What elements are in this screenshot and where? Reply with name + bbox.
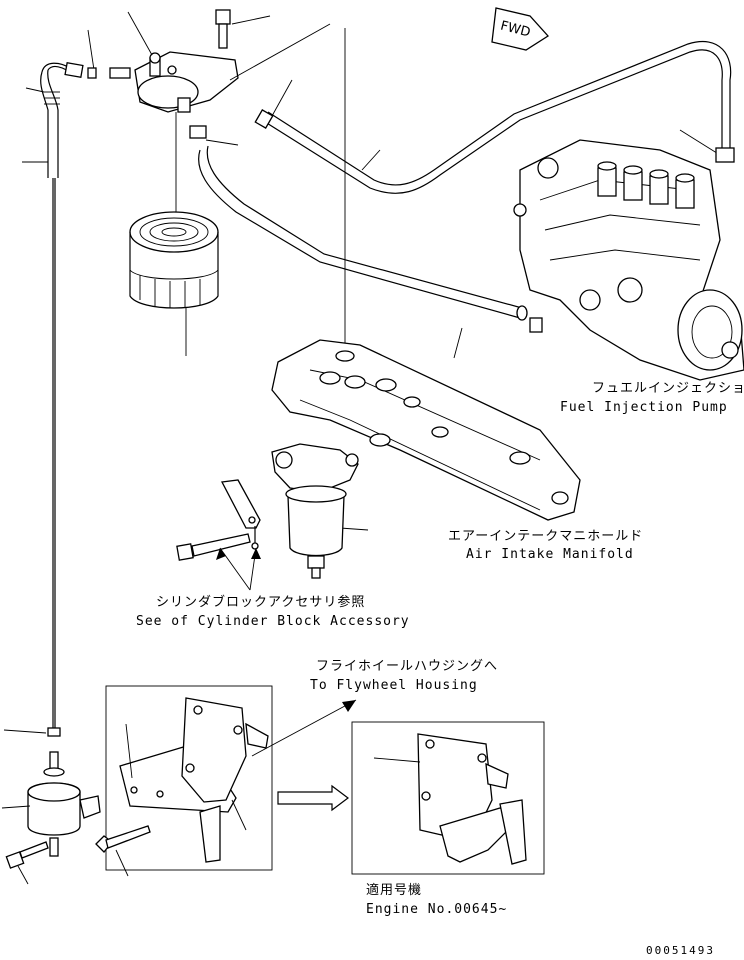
cylinder-block-ref-jp-label: シリンダブロックアクセサリ参照 (156, 594, 365, 610)
fuel-tube-upper (254, 41, 735, 194)
reference-frame (229, 23, 346, 350)
fuel-tube-lower (189, 125, 543, 333)
flywheel-arrow (251, 699, 357, 757)
flywheel-housing-jp-label: フライホイールハウジングへ (316, 659, 498, 674)
reference-arrows (216, 547, 261, 591)
cylinder-block-ref-en-label: See of Cylinder Block Accessory (136, 614, 410, 629)
transition-arrow-icon (277, 784, 349, 812)
flywheel-housing-en-label: To Flywheel Housing (310, 678, 478, 693)
fwd-arrow-icon: FWD (491, 7, 549, 51)
left-fuel-hose (40, 61, 84, 730)
fuel-injection-pump (513, 139, 744, 381)
fuel-filter-element (129, 211, 219, 309)
clip (87, 67, 97, 79)
water-separator (271, 443, 359, 579)
drawing-number: 00051493 (646, 944, 715, 957)
fwd-label: FWD (499, 19, 532, 41)
applicable-engine-jp-label: 適用号機 (366, 882, 422, 898)
bolt (215, 9, 271, 49)
air-intake-manifold (271, 339, 581, 521)
inline-fuel-filter (1, 727, 101, 885)
air-intake-manifold-jp-label: エアーインテークマニホールド (448, 529, 643, 544)
fuel-filter-head (109, 51, 239, 113)
fuel-injection-pump-en-label: Fuel Injection Pump (560, 400, 728, 415)
bracket-detail-box (95, 685, 273, 877)
mounting-bolt (176, 533, 251, 561)
new-bracket-detail-box (351, 721, 545, 875)
leader-lines-top (22, 11, 721, 531)
applicable-engine-en-label: Engine No.00645~ (366, 902, 507, 917)
filter-bracket (220, 479, 261, 550)
air-intake-manifold-en-label: Air Intake Manifold (466, 547, 634, 562)
fuel-injection-pump-jp-label: フュエルインジェクションポンプ (592, 381, 744, 396)
